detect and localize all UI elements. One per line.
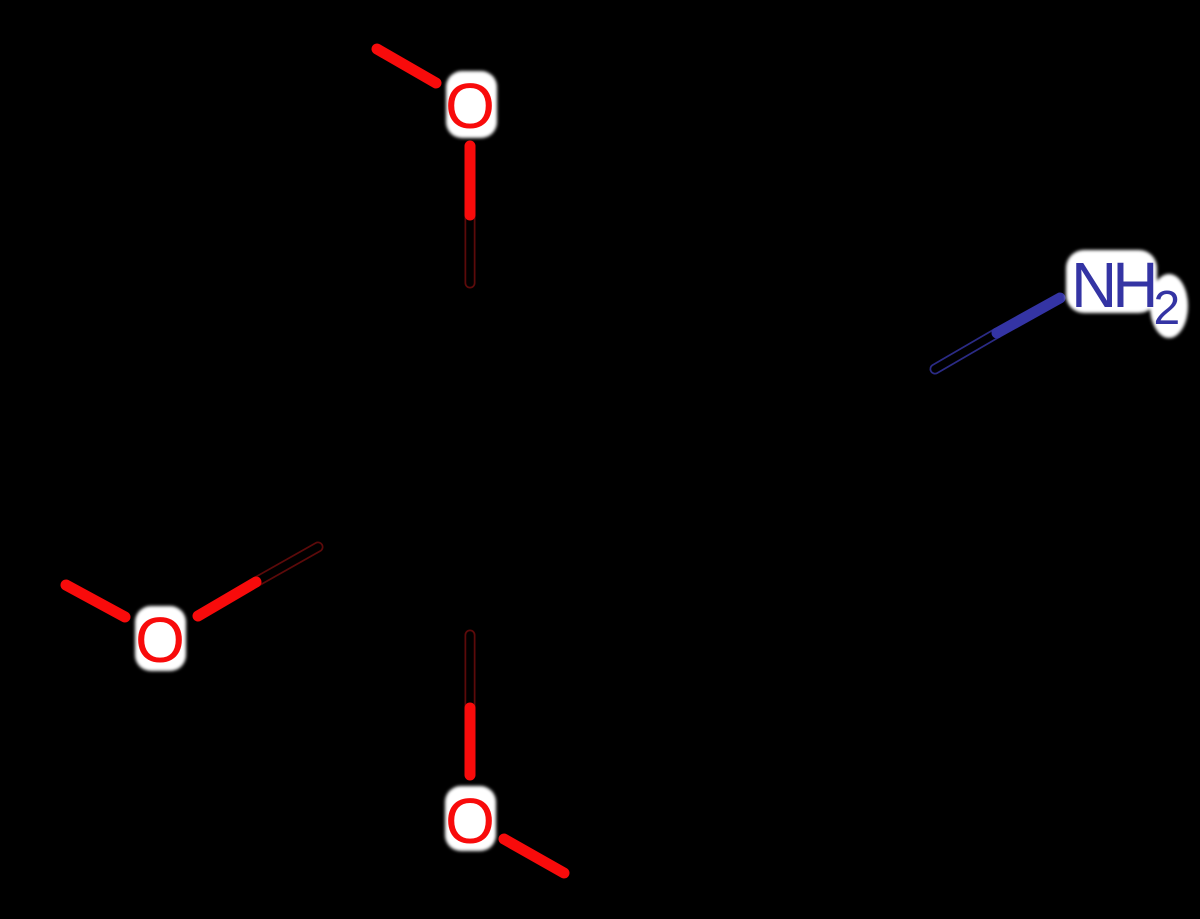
methyl-bottom-carbon-half [558,867,632,915]
o-left-ring-carbon-half [252,543,322,586]
o-top-methyl-oxygen-half [371,43,442,89]
n-chain-carbon-half [931,329,1001,373]
ring-bond-3 [464,541,628,641]
atom-label-oxygen-top: O [445,70,495,142]
ring-bond-6 [312,277,476,377]
o-bottom-methyl-oxygen-half [498,833,570,879]
atom-label-amine: NH2 [1071,249,1180,335]
methyl-top-carbon-half [309,8,383,55]
atom-label-amine-subscript: 2 [1153,282,1180,335]
halo-amine-nh [1066,250,1157,313]
halos-layer [135,71,1188,851]
o-left-ring-oxygen-half [192,576,262,622]
ring-inner-double-1 [466,305,603,388]
o-left-methyl-oxygen-half [60,579,131,623]
ring-bond-4 [312,541,476,641]
halo-amine-sub2 [1150,274,1188,338]
chain-bond-ring-c1 [616,275,784,377]
ring-bond-1 [464,277,628,377]
ring-inner-double-2 [466,530,603,613]
atom-label-oxygen-bottom: O [445,785,495,857]
methyl-left-carbon-half [0,542,72,591]
atom-label-oxygen-left: O [135,604,185,676]
halo-oxygen-top [446,71,497,138]
bonds-layer [0,8,1066,915]
halo-oxygen-left [135,606,186,671]
labels-layer: O O O NH2 [135,70,1180,857]
halo-oxygen-bottom [445,786,496,851]
n-chain-nitrogen-half [991,292,1066,339]
chain-bond-c1-c2 [772,275,941,375]
